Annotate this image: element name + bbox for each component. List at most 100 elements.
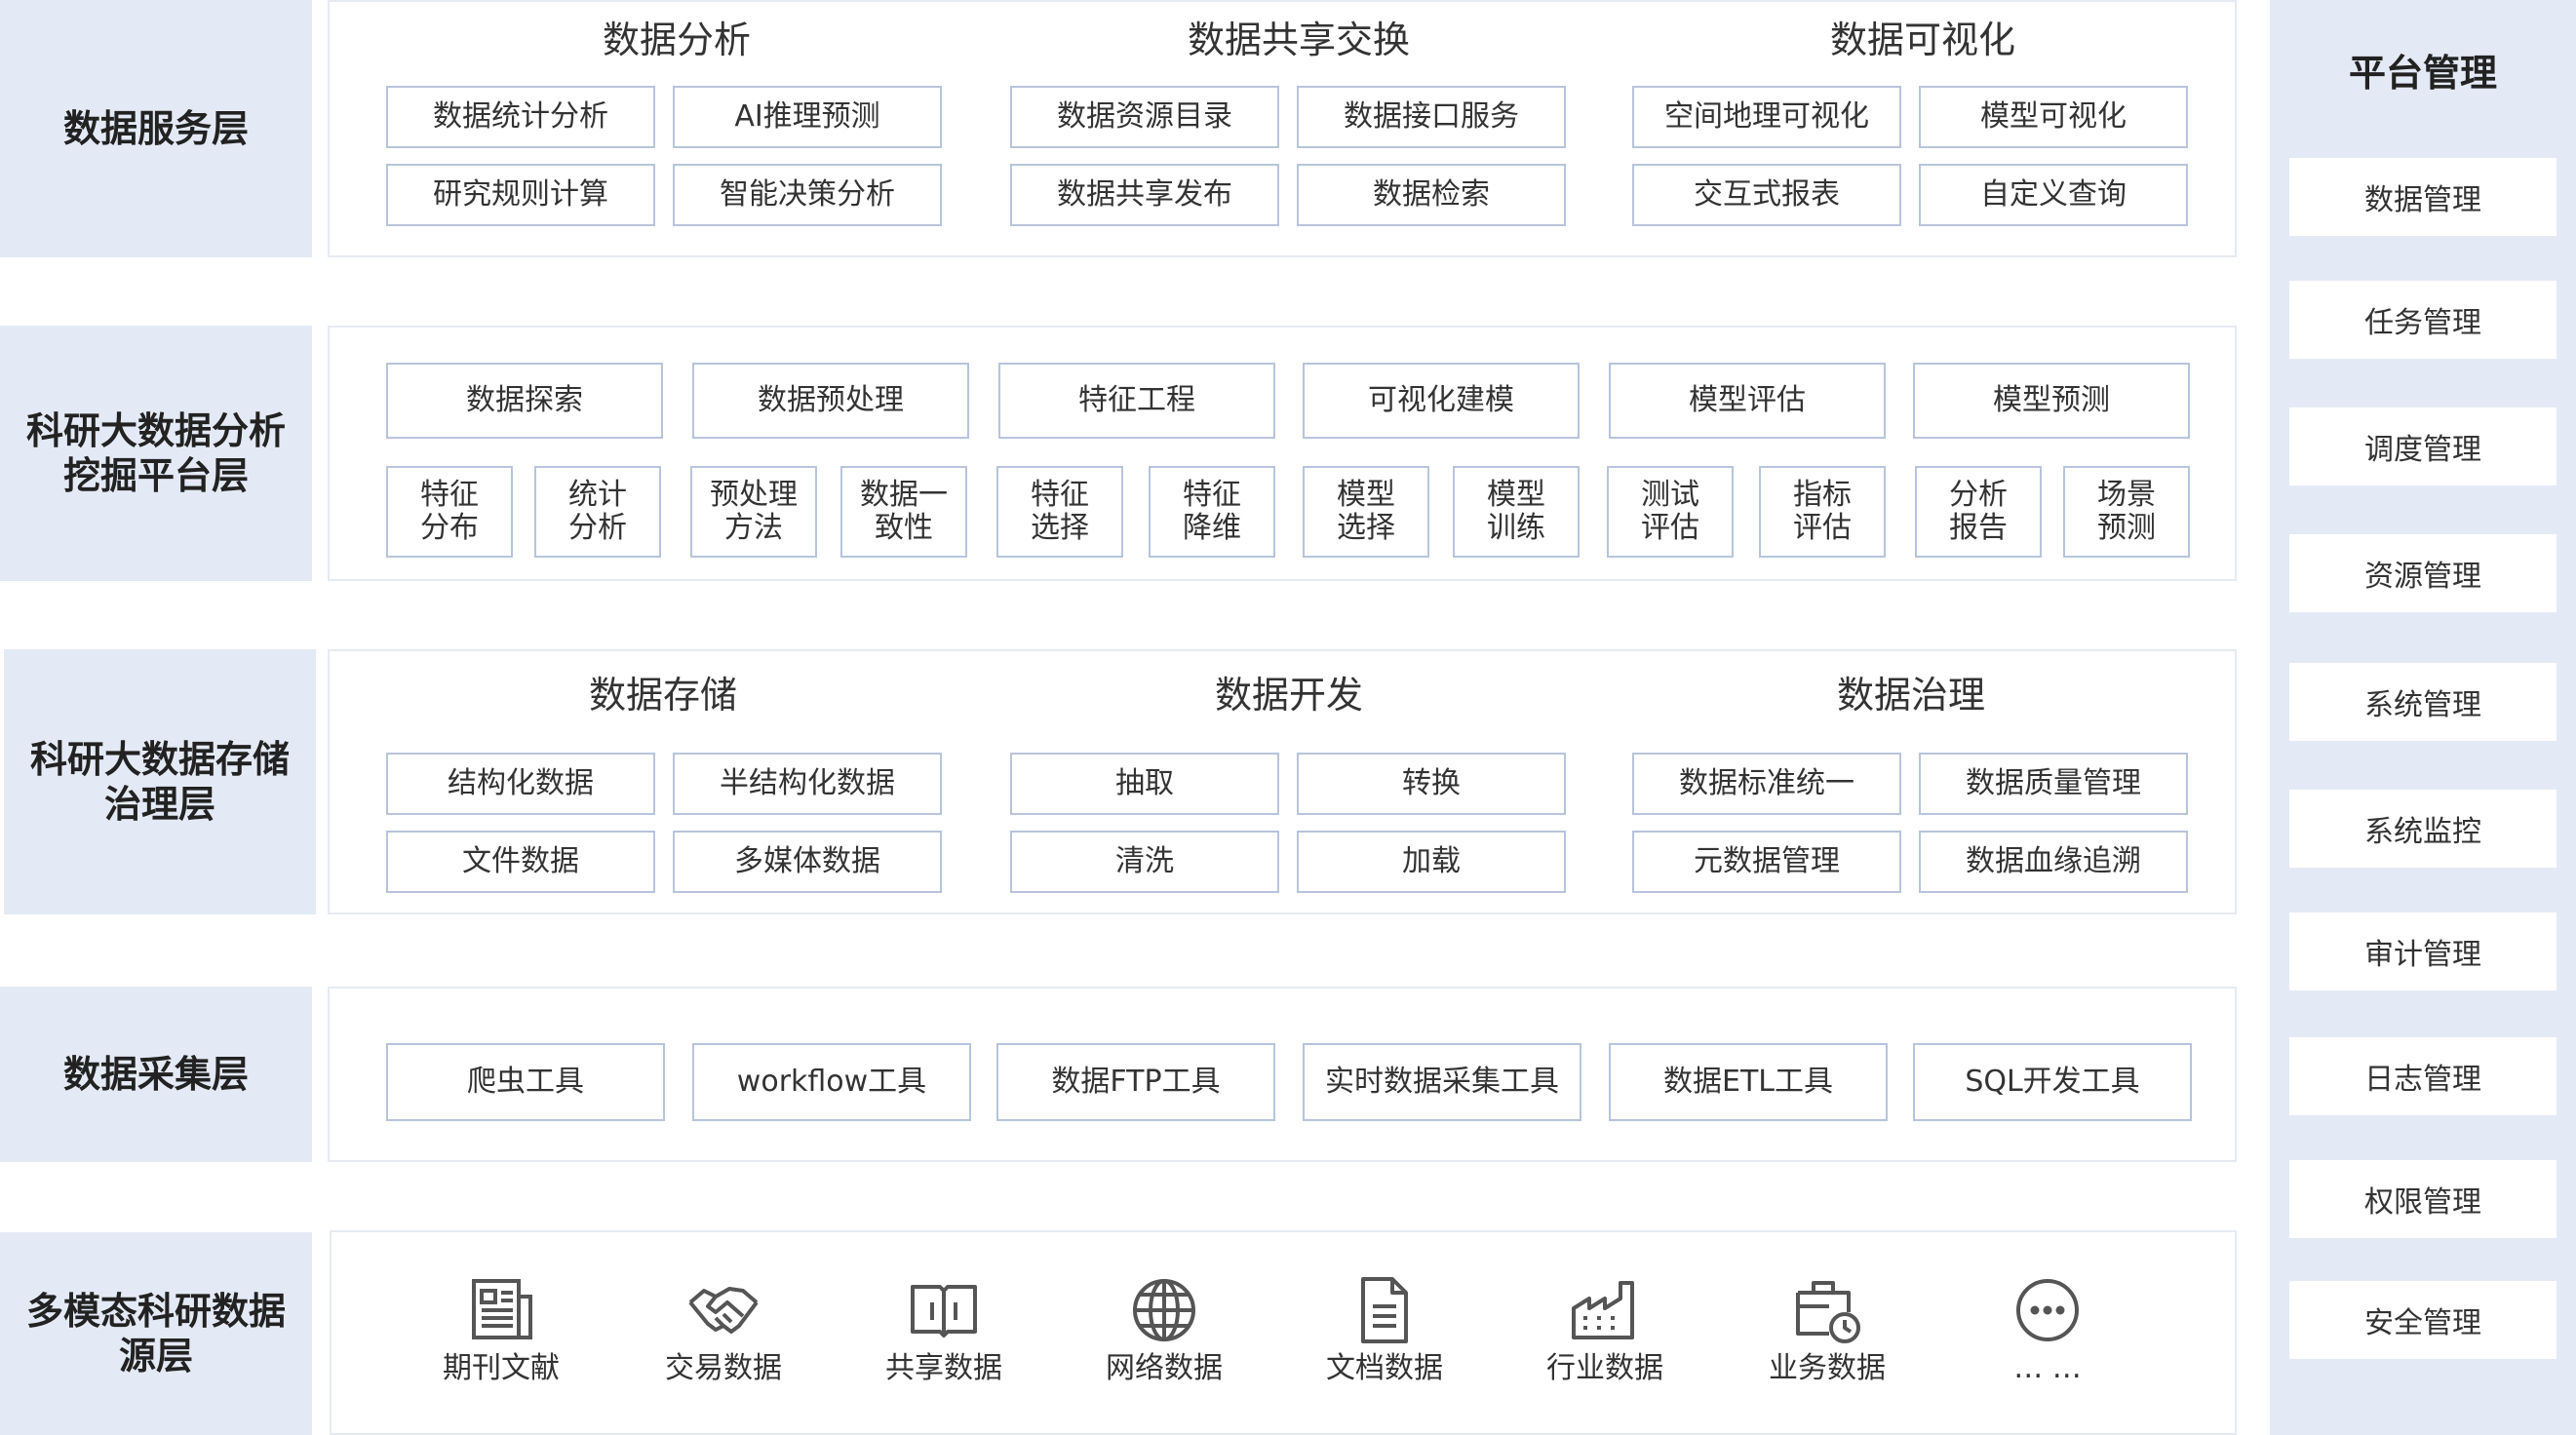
analysis-layer-panel: 数据探索 数据预处理 特征工程 可视化建模 模型评估 模型预测 特征 分布 统计… [328,326,2237,581]
analysis-substep[interactable]: 指标 评估 [1759,466,1886,558]
storage-group-title: 数据治理 [1836,674,1985,717]
source-item-industry[interactable]: 行业数据 [1507,1273,1702,1386]
globe-icon [1133,1279,1195,1341]
document-icon [1361,1277,1408,1343]
storage-item[interactable]: 转换 [1297,753,1566,815]
source-item-more[interactable]: … … [1950,1273,2145,1386]
source-layer-panel: 期刊文献 交易数据 共享数据 网络数据 [330,1230,2237,1435]
analysis-substep[interactable]: 分析 报告 [1915,466,2042,558]
service-item[interactable]: AI推理预测 [673,86,942,148]
layer-label-storage: 科研大数据存储 治理层 [4,649,316,914]
storage-layer-panel: 数据存储 数据开发 数据治理 结构化数据 半结构化数据 文件数据 多媒体数据 抽… [328,649,2237,914]
storage-group-title: 数据存储 [588,674,737,717]
analysis-substep[interactable]: 特征 分布 [386,466,513,558]
layer-label-text: 科研大数据分析 挖掘平台层 [25,409,286,497]
analysis-stage[interactable]: 模型评估 [1609,363,1886,439]
service-item[interactable]: 交互式报表 [1632,164,1901,226]
storage-item[interactable]: 数据质量管理 [1919,753,2188,815]
service-item[interactable]: 数据统计分析 [386,86,655,148]
source-item-shared[interactable]: 共享数据 [846,1273,1041,1386]
storage-item[interactable]: 加载 [1297,831,1566,893]
analysis-stage[interactable]: 数据预处理 [692,363,969,439]
collection-tool[interactable]: 数据FTP工具 [996,1043,1275,1121]
source-item-document[interactable]: 文档数据 [1287,1273,1482,1386]
management-item[interactable]: 审计管理 [2289,912,2556,990]
service-item[interactable]: 模型可视化 [1919,86,2188,148]
analysis-substep[interactable]: 模型 训练 [1453,466,1580,558]
storage-item[interactable]: 结构化数据 [386,753,655,815]
service-group-title: 数据可视化 [1829,19,2015,61]
management-item[interactable]: 系统管理 [2289,663,2556,741]
service-item[interactable]: 智能决策分析 [673,164,942,226]
analysis-stage[interactable]: 数据探索 [386,363,663,439]
management-item[interactable]: 资源管理 [2289,534,2556,612]
management-item[interactable]: 任务管理 [2289,281,2556,359]
collection-tool[interactable]: 实时数据采集工具 [1303,1043,1581,1121]
management-item[interactable]: 数据管理 [2289,158,2556,236]
layer-label-text: 数据采集层 [62,1053,249,1096]
handshake-icon [688,1287,759,1334]
briefcase-clock-icon [1796,1281,1860,1343]
analysis-stage[interactable]: 模型预测 [1913,363,2190,439]
storage-item[interactable]: 元数据管理 [1632,831,1901,893]
service-group-title: 数据共享交换 [1187,19,1410,61]
layer-label-text: 数据服务层 [62,107,249,150]
analysis-substep[interactable]: 数据一 致性 [840,466,967,558]
analysis-substep[interactable]: 特征 选择 [996,466,1123,558]
collection-tool[interactable]: workflow工具 [692,1043,971,1121]
storage-item[interactable]: 抽取 [1010,753,1279,815]
analysis-stage[interactable]: 可视化建模 [1303,363,1580,439]
journal-icon [472,1279,532,1339]
service-item[interactable]: 数据资源目录 [1010,86,1279,148]
layer-label-analysis: 科研大数据分析 挖掘平台层 [0,326,312,581]
service-item[interactable]: 空间地理可视化 [1632,86,1901,148]
management-item[interactable]: 系统监控 [2289,790,2556,868]
management-item[interactable]: 安全管理 [2289,1281,2556,1359]
service-item[interactable]: 数据接口服务 [1297,86,1566,148]
source-label: 网络数据 [1106,1351,1223,1385]
source-label: 交易数据 [665,1351,782,1385]
layer-label-source: 多模态科研数据 源层 [0,1232,312,1435]
source-label: 行业数据 [1546,1351,1663,1385]
analysis-substep[interactable]: 测试 评估 [1607,466,1734,558]
storage-item[interactable]: 清洗 [1010,831,1279,893]
source-label: 期刊文献 [443,1351,560,1385]
storage-item[interactable]: 数据血缘追溯 [1919,831,2188,893]
analysis-substep[interactable]: 特征 降维 [1149,466,1275,558]
storage-item[interactable]: 数据标准统一 [1632,753,1901,815]
management-item[interactable]: 权限管理 [2289,1160,2556,1238]
service-layer-panel: 数据分析 数据共享交换 数据可视化 数据统计分析 AI推理预测 研究规则计算 智… [328,0,2237,257]
open-book-icon [911,1285,977,1338]
more-icon [2016,1279,2079,1341]
platform-management-panel: 平台管理 数据管理 任务管理 调度管理 资源管理 系统管理 系统监控 审计管理 … [2270,0,2576,1435]
service-item[interactable]: 数据检索 [1297,164,1566,226]
collection-tool[interactable]: SQL开发工具 [1913,1043,2192,1121]
management-item[interactable]: 调度管理 [2289,407,2556,485]
storage-item[interactable]: 多媒体数据 [673,831,942,893]
storage-item[interactable]: 文件数据 [386,831,655,893]
service-item[interactable]: 数据共享发布 [1010,164,1279,226]
service-item[interactable]: 自定义查询 [1919,164,2188,226]
storage-group-title: 数据开发 [1214,674,1363,717]
platform-management-title: 平台管理 [2348,52,2497,95]
layer-label-text: 科研大数据存储 治理层 [29,738,290,826]
collection-tool[interactable]: 数据ETL工具 [1609,1043,1888,1121]
management-item[interactable]: 日志管理 [2289,1037,2556,1115]
analysis-substep[interactable]: 场景 预测 [2063,466,2190,558]
source-item-network[interactable]: 网络数据 [1067,1273,1262,1386]
collection-tool[interactable]: 爬虫工具 [386,1043,665,1121]
source-label: 业务数据 [1769,1351,1886,1385]
source-item-trade[interactable]: 交易数据 [626,1273,821,1386]
analysis-substep[interactable]: 模型 选择 [1303,466,1429,558]
source-item-journal[interactable]: 期刊文献 [404,1273,599,1386]
layer-label-service: 数据服务层 [0,0,312,257]
layer-label-collection: 数据采集层 [0,987,312,1162]
analysis-substep[interactable]: 统计 分析 [534,466,661,558]
service-item[interactable]: 研究规则计算 [386,164,655,226]
service-group-title: 数据分析 [602,19,751,61]
source-item-business[interactable]: 业务数据 [1730,1273,1925,1386]
analysis-substep[interactable]: 预处理 方法 [690,466,817,558]
storage-item[interactable]: 半结构化数据 [673,753,942,815]
analysis-stage[interactable]: 特征工程 [998,363,1275,439]
source-label: 文档数据 [1326,1351,1443,1385]
